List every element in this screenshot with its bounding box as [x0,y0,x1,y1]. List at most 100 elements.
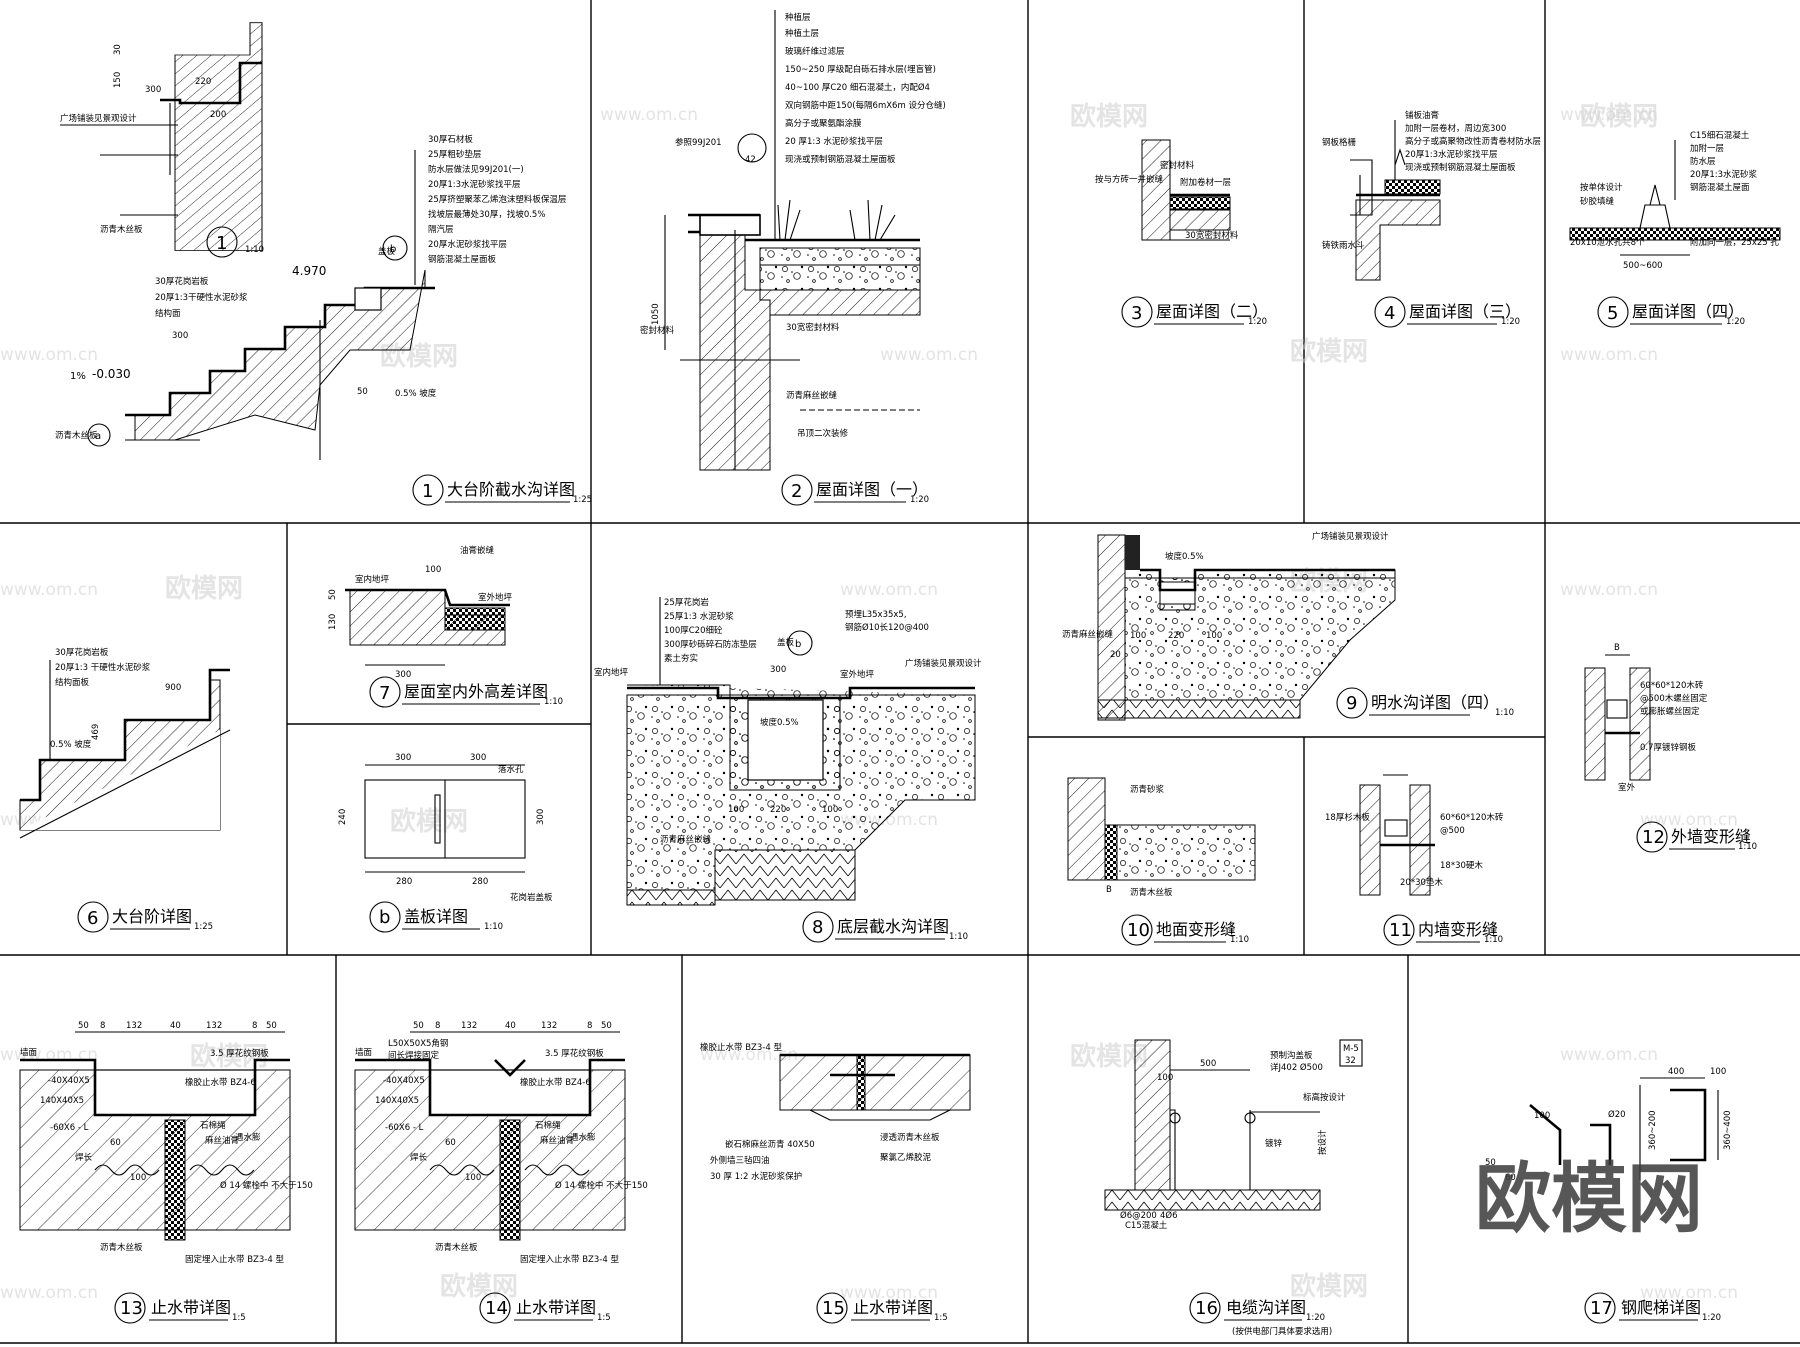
watermark-logo-large: 欧模网 [1475,1154,1703,1243]
svg-text:132: 132 [541,1021,557,1031]
svg-text:www.om.cn: www.om.cn [0,1045,98,1065]
svg-text:种植土层: 种植土层 [785,28,819,39]
svg-text:100: 100 [465,1173,481,1183]
svg-text:140X40X5: 140X40X5 [40,1096,84,1106]
svg-text:底层截水沟详图: 底层截水沟详图 [837,917,949,936]
svg-text:沥青木丝板: 沥青木丝板 [100,224,143,235]
svg-text:30厚花岗岩板: 30厚花岗岩板 [55,647,109,658]
svg-text:盖板: 盖板 [777,637,795,648]
svg-text:1050: 1050 [651,303,661,325]
svg-text:1:5: 1:5 [597,1313,611,1323]
svg-text:坡度0.5%: 坡度0.5% [760,717,799,728]
svg-text:20: 20 [1110,650,1121,660]
svg-text:钢板格栅: 钢板格栅 [1322,137,1357,148]
svg-text:屋面室内外高差详图: 屋面室内外高差详图 [404,682,548,701]
svg-text:1:20: 1:20 [1702,1313,1721,1323]
panel-10-floor-expansion-joint: 沥青砂浆 沥青木丝板 B 10 地面变形缝 1:10 [1067,777,1256,946]
svg-text:麻丝油膏: 麻丝油膏 [205,1135,239,1146]
svg-text:石棉绳: 石棉绳 [200,1120,226,1131]
svg-text:止水带详图: 止水带详图 [151,1298,231,1317]
svg-text:明水沟详图（四）: 明水沟详图（四） [1371,693,1499,712]
svg-text:www.om.cn: www.om.cn [0,580,98,600]
svg-text:20厚1:3 干硬性水泥砂浆: 20厚1:3 干硬性水泥砂浆 [55,662,151,673]
svg-text:欧模网: 欧模网 [390,806,468,837]
svg-text:-60X6 - L: -60X6 - L [50,1123,89,1133]
svg-text:www.om.cn: www.om.cn [840,1283,938,1303]
svg-text:1:10: 1:10 [1495,708,1514,718]
svg-text:结构面: 结构面 [155,308,181,319]
svg-text:大台阶详图: 大台阶详图 [112,907,192,926]
svg-text:42: 42 [745,155,756,165]
svg-text:200: 200 [210,110,226,120]
svg-text:60: 60 [1505,1173,1516,1183]
svg-text:1:20: 1:20 [1726,317,1745,327]
svg-text:止水带详图: 止水带详图 [853,1298,933,1317]
svg-text:麻丝油膏: 麻丝油膏 [540,1135,574,1146]
svg-text:1:20: 1:20 [1501,317,1520,327]
svg-text:1:5: 1:5 [232,1313,246,1323]
svg-text:Ø20: Ø20 [1608,1109,1626,1120]
svg-text:Ø 14 螺栓中 不大于150: Ø 14 螺栓中 不大于150 [555,1180,648,1191]
svg-text:7: 7 [379,683,390,704]
svg-text:30 厚 1:2 水泥砂浆保护: 30 厚 1:2 水泥砂浆保护 [710,1171,802,1182]
svg-text:300: 300 [145,85,161,95]
svg-text:铺板油膏: 铺板油膏 [1405,110,1439,121]
svg-text:25厚挤塑聚苯乙烯泡沫塑料板保温层: 25厚挤塑聚苯乙烯泡沫塑料板保温层 [428,194,566,205]
svg-text:1:20: 1:20 [1306,1313,1325,1323]
panel-4-roof-detail-3: 钢板格栅 铸铁雨水斗 铺板油膏 加附一层卷材，周边宽300 高分子或高聚物改性沥… [1322,110,1541,328]
panel-5-roof-detail-4: 500~600 C15细石混凝土 加附一层 防水层 20厚1:3水泥砂浆 钢筋混… [1569,130,1781,328]
svg-text:40: 40 [170,1021,181,1031]
svg-text:固定埋入止水带 BZ3-4 型: 固定埋入止水带 BZ3-4 型 [185,1254,284,1265]
svg-text:4.970: 4.970 [292,264,326,278]
svg-text:-40X40X5: -40X40X5 [48,1076,90,1086]
svg-text:20厚1:3水泥砂浆: 20厚1:3水泥砂浆 [1690,169,1757,180]
svg-text:遇水膨: 遇水膨 [570,1132,596,1143]
svg-text:沥青木丝板: 沥青木丝板 [1130,887,1173,898]
svg-text:9: 9 [1346,693,1357,714]
svg-text:www.om.cn: www.om.cn [1560,580,1658,600]
svg-text:屋面详图（二）: 屋面详图（二） [1156,302,1268,321]
svg-text:@500: @500 [1440,826,1465,836]
svg-text:6: 6 [87,908,98,929]
svg-text:铸铁雨水斗: 铸铁雨水斗 [1322,240,1365,251]
svg-text:室内地坪: 室内地坪 [355,574,390,585]
svg-text:1:10: 1:10 [484,922,503,932]
svg-text:(按供电部门具体要求选用): (按供电部门具体要求选用) [1232,1326,1332,1337]
svg-text:360~200: 360~200 [1648,1110,1658,1150]
svg-text:预制沟盖板: 预制沟盖板 [1270,1050,1313,1061]
svg-text:沥青麻丝嵌缝: 沥青麻丝嵌缝 [1062,629,1114,640]
svg-text:240: 240 [338,809,348,825]
svg-text:-60X6 - L: -60X6 - L [385,1123,424,1133]
panel-3-roof-detail-2: 密封材料 附加卷材一层 30宽密封材料 按与方砖一并嵌缝 3 屋面详图（二） 1… [1095,139,1268,328]
svg-text:140X40X5: 140X40X5 [375,1096,419,1106]
svg-text:墙面: 墙面 [355,1047,373,1058]
svg-text:8: 8 [435,1021,440,1031]
svg-text:L50X50X5角钢: L50X50X5角钢 [388,1038,448,1049]
svg-text:20厚1:3水泥砂浆找平层: 20厚1:3水泥砂浆找平层 [428,179,521,190]
svg-text:4Ø6: 4Ø6 [1160,1210,1178,1221]
svg-text:1:10: 1:10 [544,697,563,707]
svg-text:18*30硬木: 18*30硬木 [1440,860,1483,871]
svg-text:132: 132 [461,1021,477,1031]
svg-text:50: 50 [601,1021,612,1031]
svg-text:电缆沟详图: 电缆沟详图 [1226,1298,1306,1317]
svg-text:盖板详图: 盖板详图 [404,907,468,926]
svg-text:1: 1 [422,481,433,502]
svg-text:地面变形缝: 地面变形缝 [1156,920,1236,939]
svg-text:隔汽层: 隔汽层 [428,224,454,235]
svg-text:Ø 14 螺栓中 不大于150: Ø 14 螺栓中 不大于150 [220,1180,313,1191]
svg-text:防水层做法见99J201(一): 防水层做法见99J201(一) [428,164,524,175]
svg-text:8: 8 [100,1021,105,1031]
svg-text:25厚花岗岩: 25厚花岗岩 [664,597,709,608]
svg-text:30宽密封材料: 30宽密封材料 [1185,230,1239,241]
svg-text:广场铺装见景观设计: 广场铺装见景观设计 [1312,531,1389,542]
svg-text:遇水膨: 遇水膨 [235,1132,261,1143]
svg-text:100: 100 [1206,631,1222,641]
svg-text:橡胶止水带 BZ4-6: 橡胶止水带 BZ4-6 [185,1077,256,1088]
svg-text:300厚砂砾碎石防冻垫层: 300厚砂砾碎石防冻垫层 [664,639,757,650]
svg-text:220: 220 [1168,631,1184,641]
svg-text:www.om.cn: www.om.cn [1640,810,1738,830]
svg-text:5: 5 [1607,303,1618,324]
